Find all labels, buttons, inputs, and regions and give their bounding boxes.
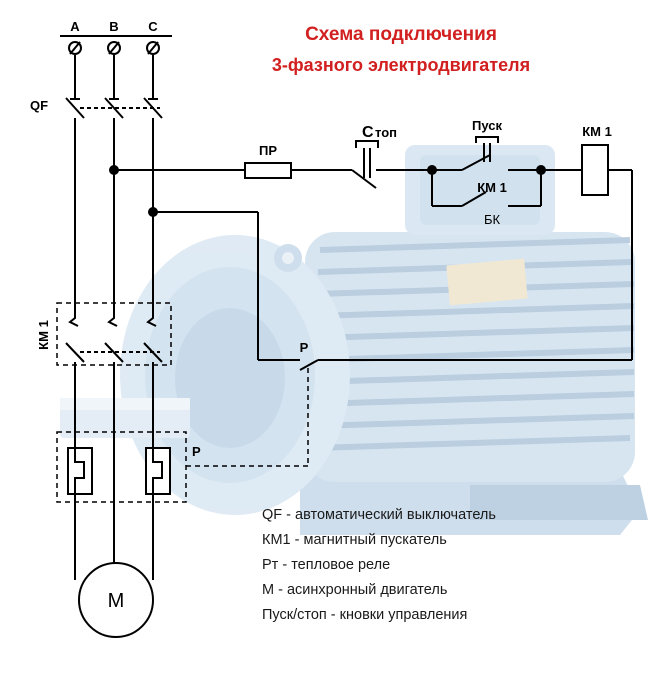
fuse-icon (244, 162, 292, 179)
wires (60, 35, 633, 580)
legend-item: М - асинхронный двигатель (262, 582, 447, 598)
fuse-label: ПР (259, 143, 277, 158)
bk-label: БК (484, 212, 501, 227)
thermal-relay-box (56, 431, 187, 503)
legend-item: Пуск/стоп - кновки управления (262, 607, 467, 623)
title-line-2: 3-фазного электродвигателя (272, 55, 530, 75)
coil-icon (581, 144, 609, 196)
push-button-icon (355, 140, 379, 178)
legend-item: QF - автоматический выключатель (262, 507, 496, 523)
km1-coil-label: КМ 1 (582, 124, 612, 139)
motor-illustration (60, 145, 648, 535)
legend: QF - автоматический выключатель КМ1 - ма… (262, 507, 496, 623)
km1-main-box (56, 302, 172, 366)
start-label: Пуск (472, 118, 502, 133)
motor-icon (78, 562, 154, 638)
qf-breaker (65, 97, 163, 119)
terminal-icon (68, 41, 160, 55)
relay-heater-label: Р (192, 444, 201, 459)
junction-dots (109, 165, 546, 217)
km1-main-contacts (65, 310, 163, 363)
motor-label: М (108, 590, 125, 612)
start-button-icon (475, 136, 499, 162)
phase-b-label: B (109, 19, 118, 34)
phase-c-label: C (148, 19, 158, 34)
relay-contact-label: Р (300, 340, 309, 355)
legend-item: КМ1 - магнитный пускатель (262, 532, 447, 548)
qf-label: QF (30, 98, 48, 113)
title-line-1: Схема подключения (305, 24, 497, 45)
stop-label-c: С (362, 124, 374, 141)
stop-label-rest: топ (375, 125, 397, 140)
km1-aux-label: КМ 1 (477, 180, 507, 195)
phase-a-label: A (70, 19, 80, 34)
km1-main-label: КМ 1 (36, 320, 51, 350)
thermal-relay-icon (67, 447, 171, 495)
thermal-elements (74, 448, 163, 494)
legend-item: Рт - тепловое реле (262, 557, 390, 573)
